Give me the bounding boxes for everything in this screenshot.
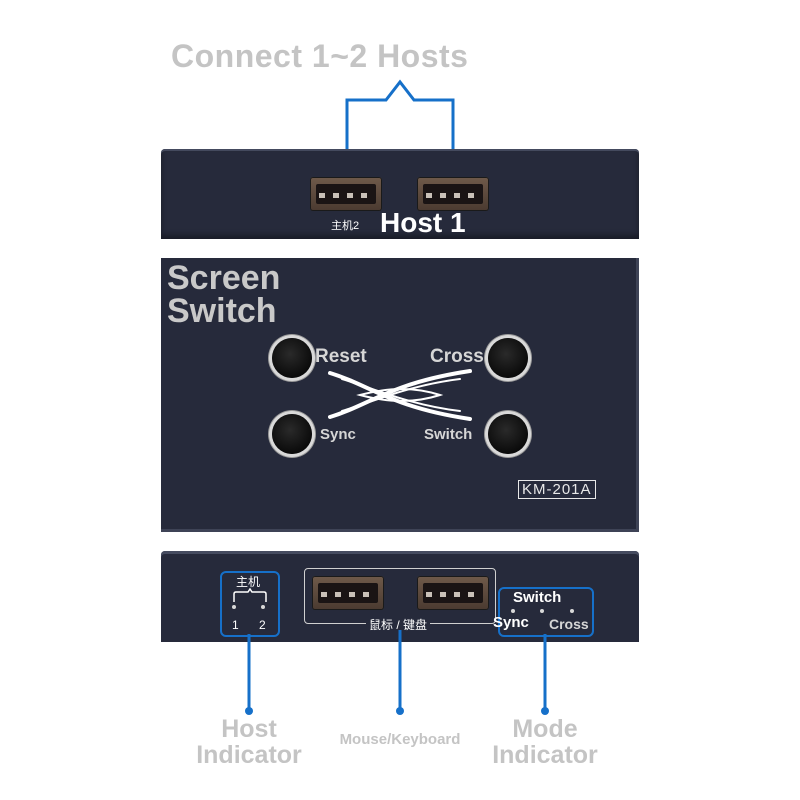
reset-label: Reset	[315, 346, 367, 367]
usb-port-host1	[417, 177, 489, 211]
host2-led	[261, 605, 265, 609]
device-back-panel	[161, 149, 639, 239]
usb-port-mouse	[312, 576, 384, 610]
usb-port-keyboard	[417, 576, 489, 610]
cross-swoosh-graphic	[328, 369, 472, 421]
sync-button[interactable]	[272, 414, 312, 454]
host-indicator-1: 1	[232, 618, 239, 632]
cross-label: Cross	[430, 346, 484, 367]
headline: Connect 1~2 Hosts	[171, 38, 469, 74]
reset-button[interactable]	[272, 338, 312, 378]
cross-led	[570, 609, 574, 613]
switch-label: Switch	[424, 426, 473, 443]
host-indicator-caption-line1: Host	[221, 715, 277, 743]
sync-led	[511, 609, 515, 613]
mode-switch-label: Switch	[513, 589, 562, 606]
mode-cross-label: Cross	[549, 616, 589, 632]
switch-button[interactable]	[488, 414, 528, 454]
switch-led	[540, 609, 544, 613]
usb-port-host2	[310, 177, 382, 211]
mode-indicator-caption-line1: Mode	[512, 715, 578, 743]
cross-button[interactable]	[488, 338, 528, 378]
host-indicator-title: 主机	[236, 575, 261, 589]
mouse-keyboard-port-label: 鼠标 / 键盘	[366, 616, 431, 633]
mode-sync-label: Sync	[493, 614, 529, 631]
host-indicator-bracket	[233, 588, 267, 602]
mode-indicator-caption-line2: Indicator	[492, 741, 598, 769]
host1-port-label: Host 1	[380, 207, 466, 238]
model-number: KM-201A	[518, 480, 596, 499]
host2-port-label: 主机2	[331, 220, 360, 232]
mouse-keyboard-caption: Mouse/Keyboard	[339, 731, 461, 748]
host-indicator-2: 2	[259, 618, 266, 632]
host-indicator-caption-line2: Indicator	[196, 741, 302, 769]
panel-title-line1: Screen	[167, 259, 281, 297]
host1-led	[232, 605, 236, 609]
sync-label: Sync	[320, 426, 356, 443]
device-top-panel	[161, 258, 639, 532]
panel-title-line2: Switch	[167, 292, 277, 330]
